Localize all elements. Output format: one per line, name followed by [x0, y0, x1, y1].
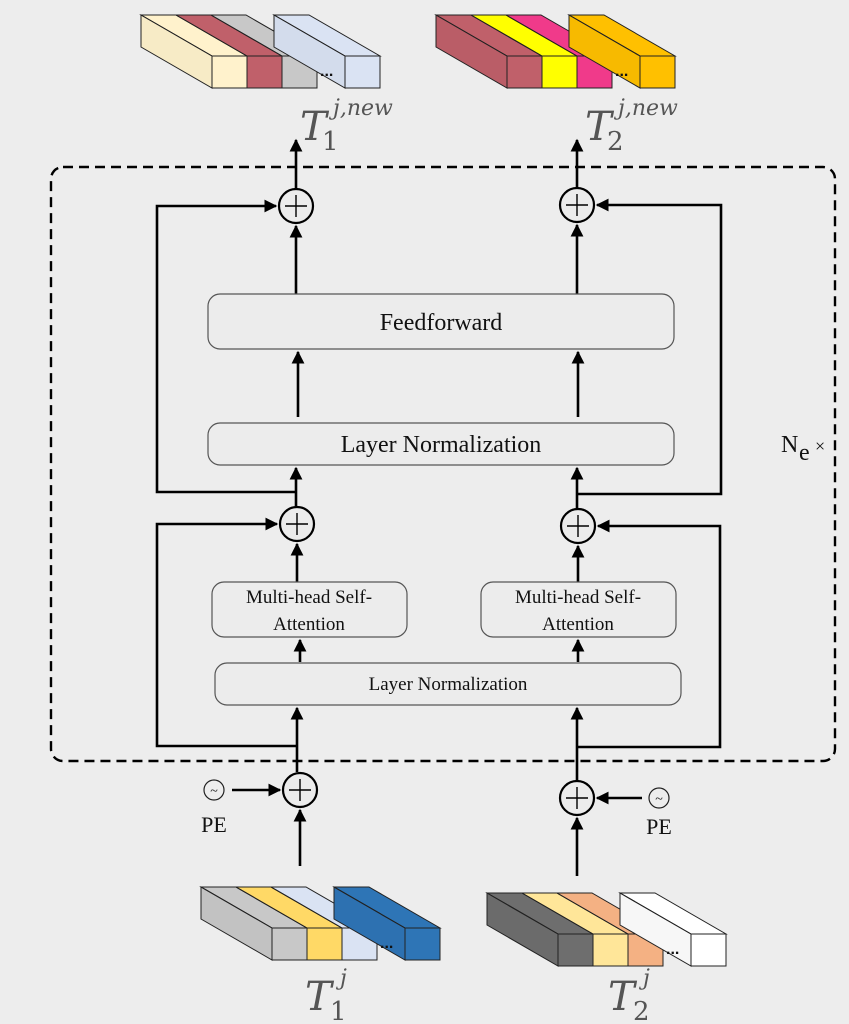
- token-front-face: [246, 55, 283, 89]
- token-edge: [175, 14, 248, 57]
- input-label-2-sup: j: [638, 966, 650, 991]
- mhsa-right-label-line2: Attention: [542, 614, 614, 635]
- token-edge: [200, 886, 273, 929]
- output-tokens-2: ...: [434, 14, 677, 89]
- output-label-2: T j,new 2: [585, 96, 678, 157]
- input-label-1-base: T: [305, 974, 335, 1020]
- add-node-top-right: [558, 186, 596, 224]
- input-label-1-sub: 1: [330, 997, 347, 1024]
- residual-bottom-left: [155, 517, 297, 748]
- mhsa-right-label-line1: Multi-head Self-: [515, 587, 641, 608]
- layer-norm-top-label: Layer Normalization: [341, 432, 542, 458]
- token-ellipsis: ...: [320, 63, 333, 80]
- token-front-face: [404, 927, 441, 961]
- residual-top-right: [577, 198, 723, 496]
- positional-encoding-left: ~ PE: [201, 779, 282, 837]
- positional-encoding-right: ~ PE: [595, 787, 672, 839]
- token-ellipsis: ...: [666, 941, 679, 958]
- token-front-face: [592, 933, 629, 967]
- token-front-face: [506, 55, 543, 89]
- input-label-2-sub: 2: [633, 997, 650, 1024]
- token-edge: [333, 886, 406, 929]
- token-edge: [521, 892, 594, 935]
- pe-right-label: PE: [646, 814, 672, 839]
- pe-right-symbol: ~: [655, 792, 663, 807]
- repeat-label-suffix: ×: [815, 436, 825, 456]
- mhsa-right-block: [480, 581, 677, 638]
- output-label-1-sub: 1: [322, 127, 339, 157]
- output-label-2-sub: 2: [607, 127, 624, 157]
- add-node-mid-left: [278, 505, 316, 543]
- mhsa-left-label-line1: Multi-head Self-: [246, 587, 372, 608]
- feedforward-block: [207, 293, 675, 350]
- add-node-pe-right: [558, 779, 596, 817]
- token-front-face: [271, 927, 308, 961]
- layer-norm-top-block: [207, 422, 675, 466]
- token-edge: [619, 892, 692, 935]
- layer-norm-bottom-label: Layer Normalization: [369, 674, 528, 695]
- feedforward-label: Feedforward: [380, 310, 503, 336]
- input-tokens-1: ...: [199, 886, 442, 961]
- residual-bottom-right: [577, 519, 722, 749]
- token-edge: [235, 886, 308, 929]
- output-label-1-sup: j,new: [328, 96, 393, 121]
- repeat-label-sub: e: [799, 440, 810, 466]
- token-edge: [470, 14, 543, 57]
- mhsa-left-block: [211, 581, 408, 638]
- token-front-face: [557, 933, 594, 967]
- input-tokens-2: ...: [485, 892, 728, 967]
- token-front-face: [541, 55, 578, 89]
- token-front-face: [639, 55, 676, 89]
- add-node-pe-left: [281, 771, 319, 809]
- token-edge: [270, 886, 343, 929]
- output-label-2-sup: j,new: [613, 96, 678, 121]
- output-label-1: T j,new 1: [300, 96, 393, 157]
- token-front-face: [344, 55, 381, 89]
- token-ellipsis: ...: [615, 63, 628, 80]
- token-front-face: [306, 927, 343, 961]
- input-label-2-base: T: [608, 974, 638, 1020]
- input-label-1-sup: j: [335, 966, 347, 991]
- token-edge: [486, 892, 559, 935]
- token-edge: [556, 892, 629, 935]
- input-label-1: T j 1: [305, 966, 347, 1024]
- token-edge: [210, 14, 283, 57]
- token-edge: [273, 14, 346, 57]
- repeat-label-base: N: [781, 432, 798, 458]
- mhsa-left-label-line2: Attention: [273, 614, 345, 635]
- token-edge: [505, 14, 578, 57]
- add-node-mid-right: [559, 507, 597, 545]
- encoder-repeat-frame: [49, 165, 837, 763]
- token-edge: [435, 14, 508, 57]
- layer-norm-bottom-block: [214, 662, 682, 706]
- token-edge: [568, 14, 641, 57]
- pe-left-symbol: ~: [210, 784, 218, 799]
- token-front-face: [211, 55, 248, 89]
- output-tokens-1: ...: [139, 14, 382, 89]
- token-edge: [140, 14, 213, 57]
- sine-wave-icon: [648, 787, 670, 809]
- input-label-2: T j 2: [608, 966, 650, 1024]
- token-front-face: [690, 933, 727, 967]
- residual-top-left: [155, 199, 296, 494]
- output-label-2-base: T: [585, 104, 615, 150]
- output-label-1-base: T: [300, 104, 330, 150]
- token-ellipsis: ...: [380, 935, 393, 952]
- add-node-top-left: [277, 187, 315, 225]
- pe-left-label: PE: [201, 812, 227, 837]
- repeat-count-label: N e ×: [781, 432, 825, 466]
- sine-wave-icon: [203, 779, 225, 801]
